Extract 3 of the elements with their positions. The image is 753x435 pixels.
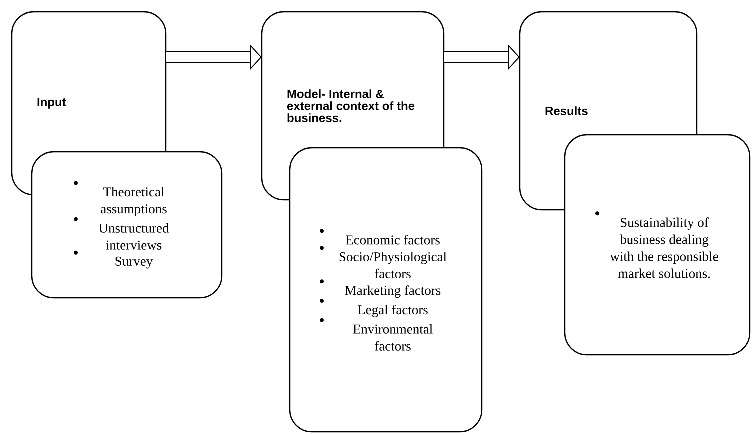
bullet-list-box: Theoretical assumptions Unstructured interviews Survey bbox=[31, 151, 223, 299]
bullet-list-box: Economic factors Socio/Physiological factors Marketing factors Legal factors Environmental factors bbox=[289, 147, 483, 433]
bullet-list-box: Sustainability of business dealing with the responsible market solutions. bbox=[564, 134, 751, 356]
